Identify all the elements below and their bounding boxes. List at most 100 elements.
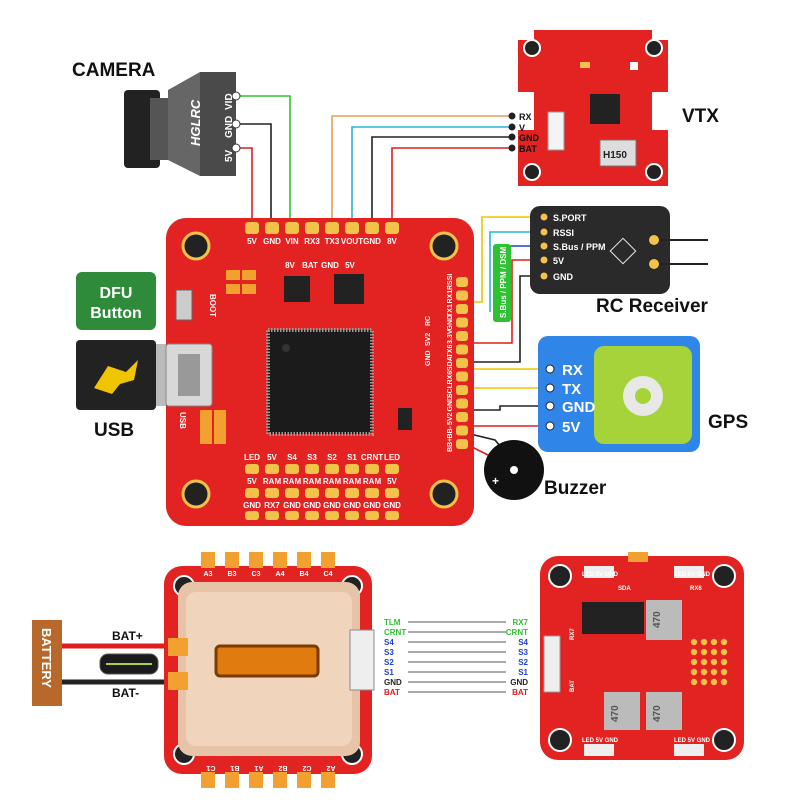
fc-bottom-pad <box>365 488 379 498</box>
fc-bottom-pad <box>385 488 399 498</box>
fc-bottom-row1-label: S1 <box>347 453 357 462</box>
small-fc-board <box>540 556 744 760</box>
wire-camera-vid <box>236 95 291 232</box>
fc-bottom-pad <box>325 511 339 520</box>
small-fc-rx7: RX7 <box>570 628 576 640</box>
small-fc-pad <box>690 658 698 666</box>
small-fc-pad <box>690 638 698 646</box>
wire-vtx-rx <box>331 115 512 232</box>
vtx: H150 RX V GND BAT <box>508 30 668 186</box>
small-fc-pad <box>710 658 718 666</box>
fc-top-pad-label: TX3 <box>325 237 340 246</box>
small-fc-bottom-led-2: LED 5V GND <box>674 738 711 744</box>
fc-bottom-row1-label: S2 <box>327 453 337 462</box>
camera-pin-gnd: GND <box>224 116 235 138</box>
small-fc-pad <box>710 668 718 676</box>
fc-right-pad <box>456 412 468 422</box>
fc-right-pad-label: SDA <box>447 356 454 371</box>
fc-top-pad <box>285 222 299 234</box>
wire-vtx-v <box>351 126 512 232</box>
vtx-pin-bat: BAT <box>519 144 537 154</box>
gps-pin-rx: RX <box>562 362 583 379</box>
small-fc-pad <box>720 658 728 666</box>
esc-motor-pad <box>201 552 215 568</box>
rc-pin-rssi: RSSI <box>553 228 574 238</box>
fc-connector-signal-label: S3 <box>518 648 528 657</box>
rc-receiver-body <box>530 206 670 294</box>
small-fc-pad <box>710 678 718 686</box>
fc-boot-button <box>175 289 193 321</box>
vtx-title: VTX <box>682 106 719 127</box>
esc-motor-pad <box>201 772 215 788</box>
small-fc-pad <box>690 648 698 656</box>
fc-bottom-row1-label: LED <box>244 453 260 462</box>
fc-right-pad-label: GND <box>447 315 454 331</box>
fc-right-inner-label: RC <box>425 316 432 326</box>
dfu-label-line2: Button <box>90 305 142 322</box>
fc-bottom-pad <box>285 488 299 498</box>
gps: RX TX GND 5V <box>538 336 700 452</box>
fc-right-pad-label: SCL <box>447 383 454 398</box>
small-fc-pad <box>690 668 698 676</box>
buzzer-title: Buzzer <box>544 478 607 499</box>
fc-bottom-pad <box>285 464 299 474</box>
rc-receiver: S.PORT RSSI S.Bus / PPM 5V GND S.Bus / P… <box>493 206 708 322</box>
esc-connector <box>349 629 375 691</box>
fc-top-pad-label: VIN <box>285 237 299 246</box>
fc-top-pad-label: GND <box>363 237 381 246</box>
vtx-chip-label: H150 <box>603 150 627 161</box>
fc-right-pad <box>456 385 468 395</box>
gps-pin-5v: 5V <box>562 419 580 436</box>
wire-rc-5v <box>462 259 535 344</box>
fc-right-pad-label: 3.3V <box>447 329 454 344</box>
camera-pin-vid: VID <box>224 93 235 110</box>
fc-bottom-row3-label: GND <box>303 501 321 510</box>
fc-connector-signal-label: RX7 <box>512 618 528 627</box>
wire-rc-gnd <box>462 275 535 363</box>
fc-osd-chip <box>334 274 364 304</box>
usb-logo-icon <box>94 360 138 394</box>
svg-text:+: + <box>492 474 499 488</box>
esc-motor-pad <box>321 772 335 788</box>
rc-receiver-chip <box>609 237 637 265</box>
dfu-button-badge: DFU Button <box>76 272 156 330</box>
camera-title: CAMERA <box>72 60 156 81</box>
fc-right-inner-label: GND <box>425 350 432 366</box>
small-fc-chip-2: 470 <box>610 705 621 722</box>
fc-right-pad-label: BB+ <box>447 438 454 452</box>
fc-bottom-row3-label: GND <box>323 501 341 510</box>
rc-pin-5v: 5V <box>553 256 564 266</box>
fc-right-pad <box>456 425 468 436</box>
fc-bottom-row3-label: RX7 <box>264 501 280 510</box>
fc-top-pad <box>385 222 399 234</box>
fc-connector-signal-label: GND <box>510 678 528 687</box>
small-fc-bat: BAT <box>570 680 576 692</box>
esc-motor-pad <box>321 552 335 568</box>
fc-top-row2-label: 5V <box>345 261 355 270</box>
fc-bottom-pad <box>245 488 259 498</box>
fc-right-pad-label: RX1 <box>447 290 454 304</box>
fc-bottom-row3-label: GND <box>283 501 301 510</box>
small-fc-pad <box>700 648 708 656</box>
esc-signal-label: S4 <box>384 638 394 647</box>
battery-label: BATTERY <box>39 628 54 688</box>
camera-pin-5v: 5V <box>224 149 235 162</box>
fc-right-pad-label: GND <box>447 396 454 412</box>
battery-body <box>32 620 62 706</box>
fc-bottom-row3-label: GND <box>363 501 381 510</box>
fc-right-pad <box>456 344 468 355</box>
fc-bottom-row2-label: RAM <box>323 477 342 486</box>
bat-minus-label: BAT- <box>112 686 139 700</box>
fc-top-pad-label: RX3 <box>304 237 320 246</box>
esc-motor-pad-label: B4 <box>300 571 309 578</box>
vtx-rf-shield <box>599 139 637 167</box>
camera-lens-ring <box>150 98 170 160</box>
small-fc-chip-3: 470 <box>652 705 663 722</box>
usb-title: USB <box>94 420 135 441</box>
fc-top-pad <box>365 222 379 234</box>
fc-top-pad-label: 8V <box>387 237 397 246</box>
esc-motor-pad-label: B1 <box>230 764 239 771</box>
esc-motor-pad-label: A3 <box>204 571 213 578</box>
